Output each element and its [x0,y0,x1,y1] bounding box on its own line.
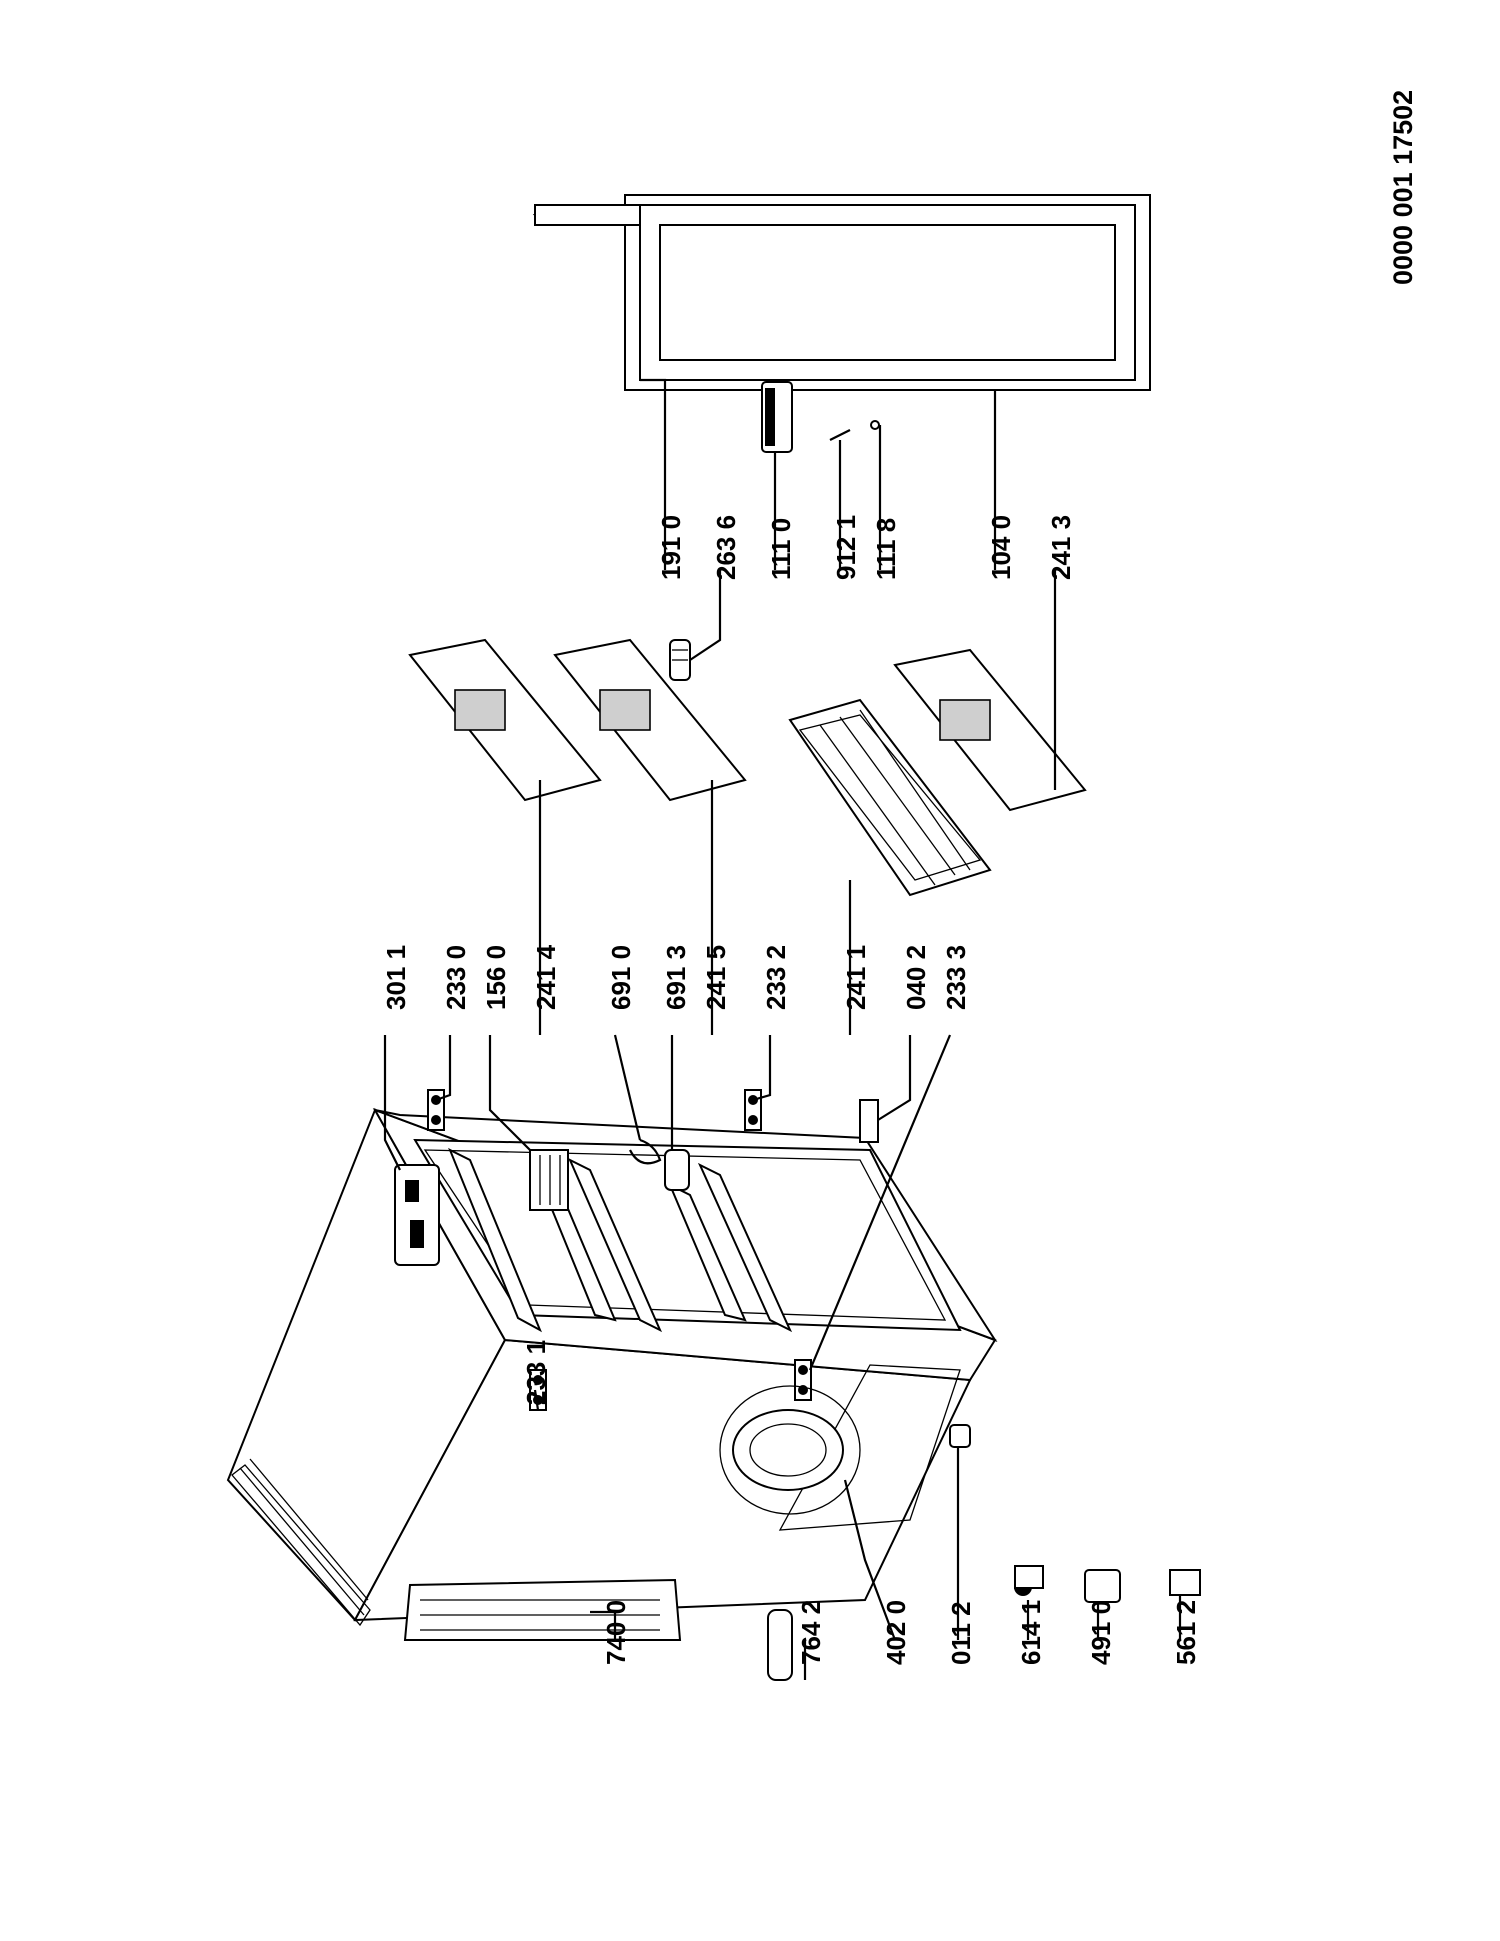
leader-191-0 [640,378,667,570]
leader-233-3 [808,1034,952,1371]
leader-740-0 [590,1610,617,1640]
thermostat-bracket [529,1149,569,1211]
label-561-2: 561 2 [1171,1600,1201,1665]
leader-691-0 [613,1034,642,1141]
label-111-8: 111 8 [871,518,901,580]
hinge-pin [669,639,691,681]
label-191-0: 191 0 [656,515,686,580]
label-491-0: 491 0 [1086,1600,1116,1665]
leader-233-1 [533,1389,540,1411]
part-labels: 740 0 764 2 402 0 011 2 614 1 491 0 561 … [381,515,1201,1665]
label-241-3: 241 3 [1046,515,1076,580]
foot-cap [949,1424,971,1448]
label-241-1: 241 1 [841,945,871,1010]
label-614-1: 614 1 [1016,1600,1046,1665]
label-233-2: 233 2 [761,945,791,1010]
label-233-1: 233 1 [521,1340,551,1405]
document-number: 0000 001 17502 [1388,90,1418,285]
door-handle [761,381,793,453]
label-263-6: 263 6 [711,515,741,580]
flap-upper [408,638,602,802]
label-764-2: 764 2 [796,1600,826,1665]
cabinet-vent-grille [239,1458,369,1616]
label-156-0: 156 0 [481,945,511,1010]
cabinet-body [226,1107,998,1627]
clip-part [1169,1569,1201,1596]
freezer-basket [788,698,992,897]
relay-part [1014,1565,1044,1596]
label-233-3: 233 3 [941,945,971,1010]
flap-lower [893,648,1087,812]
lamp-part [629,1138,690,1191]
leader-233-0 [435,1035,452,1102]
label-912-1: 912 1 [831,515,861,580]
label-241-5: 241 5 [701,945,731,1010]
leader-156-0 [488,1035,531,1151]
control-panel [394,1164,440,1266]
leader-233-2 [752,1035,772,1102]
label-301-1: 301 1 [381,945,411,1010]
leader-lines [383,378,1182,1680]
label-040-2: 040 2 [901,945,931,1010]
label-233-0: 233 0 [441,945,471,1010]
label-111-0: 111 0 [766,518,796,580]
leader-263-6 [689,570,722,661]
hinge-middle [744,1089,762,1131]
label-402-0: 402 0 [881,1600,911,1665]
foot-part [859,1099,879,1143]
label-011-2: 011 2 [946,1601,976,1665]
door-assembly [532,194,1151,391]
cover-part [1084,1569,1121,1603]
hinge-top [427,1089,445,1131]
cabinet-shelves [448,1147,793,1333]
label-691-0: 691 0 [606,945,636,1010]
dryer-filter [767,1609,793,1681]
label-104-0: 104 0 [986,515,1016,580]
label-691-3: 691 3 [661,945,691,1010]
small-pin [870,420,880,430]
compressor [719,1385,861,1515]
leader-040-2 [877,1035,912,1121]
label-241-4: 241 4 [531,944,561,1010]
leader-402-0 [843,1479,897,1641]
label-740-0: 740 0 [601,1600,631,1665]
leader-301-1 [383,1035,401,1171]
condenser [403,1578,682,1641]
screw [829,429,851,441]
hinge-back-lower [794,1359,812,1401]
flap-middle [553,638,747,802]
